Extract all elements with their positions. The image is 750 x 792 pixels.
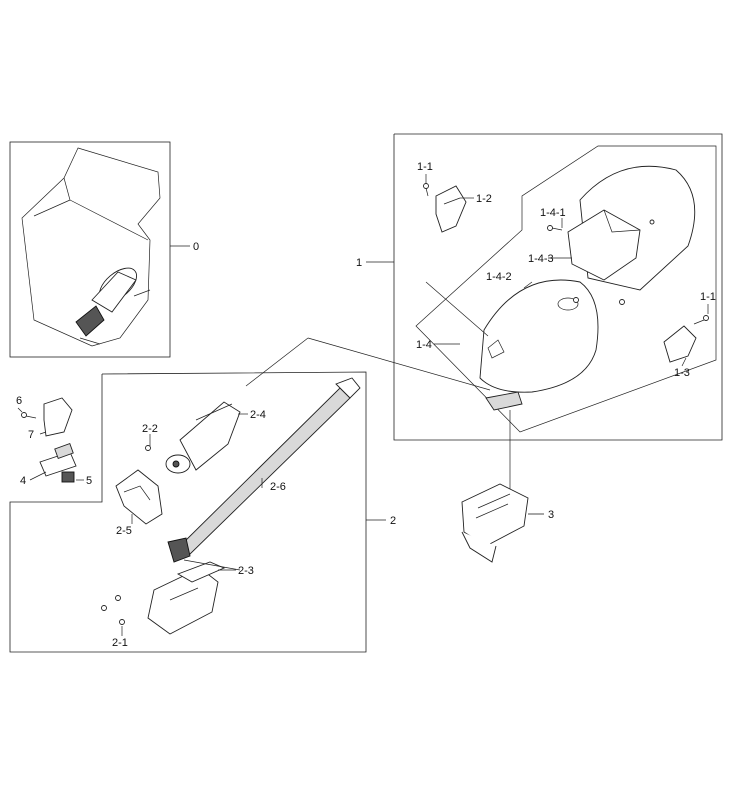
group-0-assembly: 0 — [9, 141, 199, 358]
group-1-inner-diamond — [415, 145, 717, 433]
part-2-4-motor — [165, 401, 248, 474]
group-2-frame — [9, 371, 367, 653]
part-1-2-bracket — [435, 185, 467, 233]
cabinet-outline — [21, 147, 161, 347]
label-4: 4 — [20, 475, 26, 487]
part-7-clip — [43, 397, 73, 437]
label-2-1: 2-1 — [112, 637, 128, 649]
label-3: 3 — [548, 509, 554, 521]
label-1-4-3: 1-4-3 — [528, 253, 554, 265]
label-1-2: 1-2 — [476, 193, 492, 205]
label-1-4-2: 1-4-2 — [486, 271, 512, 283]
part-5-plate — [61, 471, 75, 483]
label-1-4: 1-4 — [416, 339, 432, 351]
part-1-3-holder — [663, 325, 697, 363]
part-4-element — [54, 442, 74, 460]
label-2-6: 2-6 — [270, 481, 286, 493]
label-1: 1 — [356, 257, 362, 269]
part-2-3-base — [147, 567, 219, 635]
label-1-1a: 1-1 — [417, 161, 433, 173]
part-3-bracket: 3 — [461, 483, 554, 563]
drum-rear — [567, 165, 696, 291]
part-2-6-shaft — [167, 377, 361, 563]
group-1-frame — [393, 133, 723, 441]
label-7: 7 — [28, 429, 34, 441]
group-2-motor: 2 2-2 2-4 — [9, 371, 396, 653]
label-5: 5 — [86, 475, 92, 487]
label-2-3: 2-3 — [238, 565, 254, 577]
label-1-3: 1-3 — [674, 367, 690, 379]
group-1-drum: 1 — [356, 133, 723, 441]
label-0: 0 — [193, 241, 199, 253]
connector-lines — [245, 281, 511, 490]
part-2-5-bracket — [115, 469, 163, 525]
label-1-1b: 1-1 — [700, 291, 716, 303]
label-2: 2 — [390, 515, 396, 527]
small-parts-4-7: 6 7 4 5 — [16, 395, 92, 487]
cabinet-motor-assembly — [75, 267, 151, 345]
group-0-frame — [9, 141, 171, 358]
label-2-5: 2-5 — [116, 525, 132, 537]
drum-front — [479, 279, 599, 411]
label-2-4: 2-4 — [250, 409, 266, 421]
label-2-2: 2-2 — [142, 423, 158, 435]
label-1-4-1: 1-4-1 — [540, 207, 566, 219]
label-6: 6 — [16, 395, 22, 407]
